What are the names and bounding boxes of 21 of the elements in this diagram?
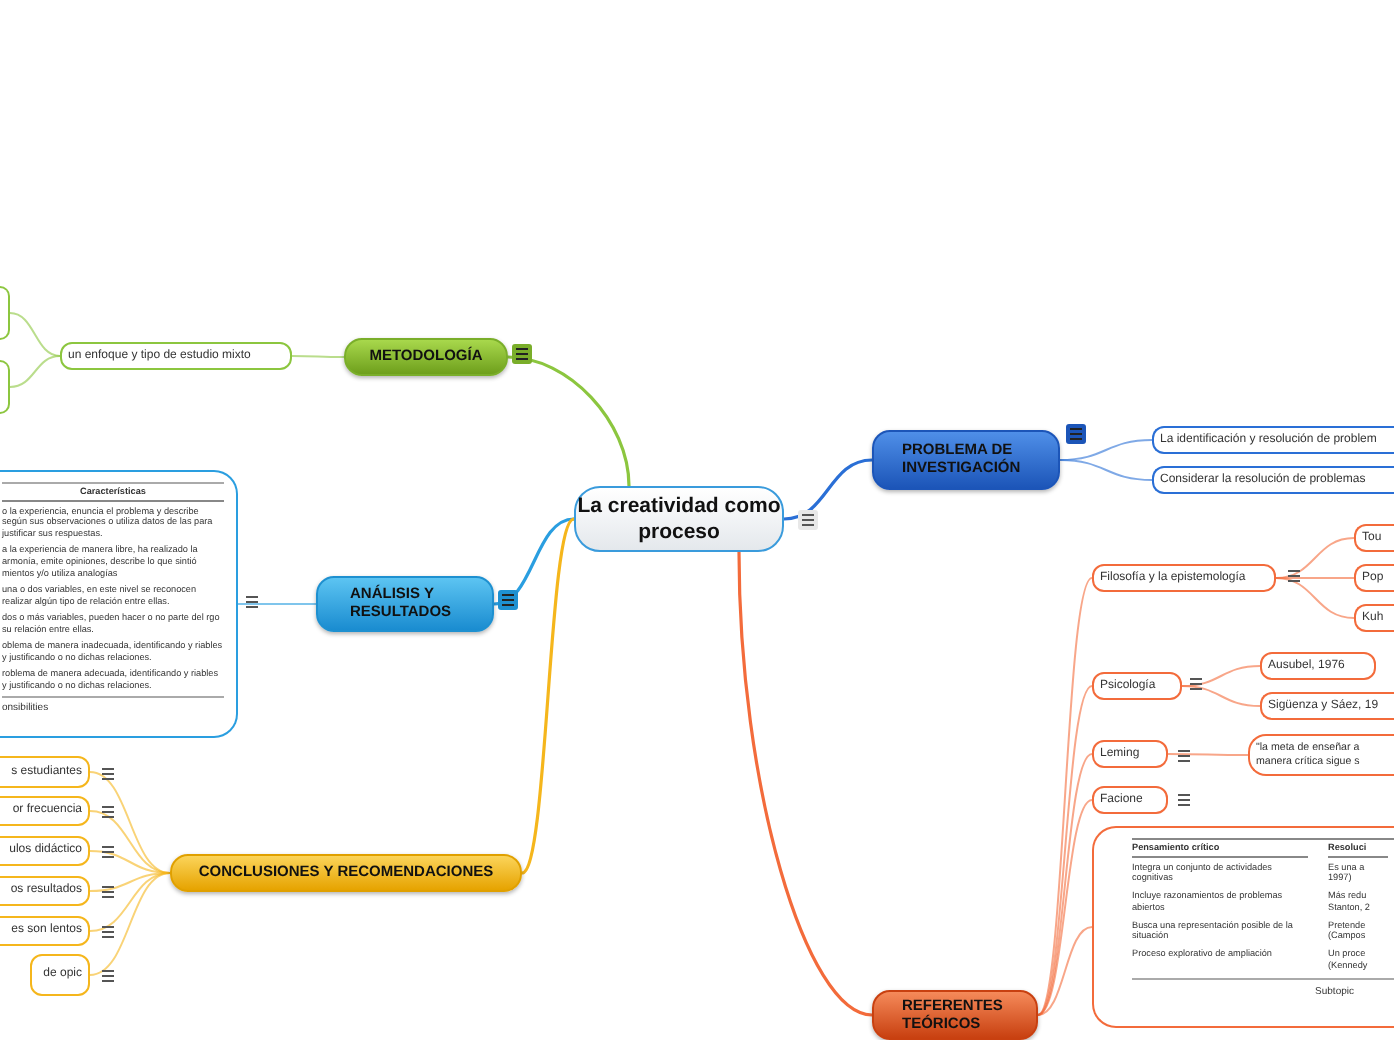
connector-line xyxy=(1037,926,1093,1016)
connector-line xyxy=(1037,753,1093,1016)
connector-line xyxy=(291,355,345,358)
connector-line xyxy=(507,355,631,487)
connector-line xyxy=(1181,685,1261,707)
subtopic-box xyxy=(0,360,10,414)
connector-line xyxy=(1037,685,1093,1016)
table-card xyxy=(1092,826,1394,1028)
connector-line xyxy=(9,355,61,388)
table-card xyxy=(0,470,238,738)
connector-line xyxy=(783,458,873,521)
connector-line xyxy=(237,603,317,605)
connector-line xyxy=(1037,799,1093,1016)
connector-line xyxy=(1275,577,1355,619)
central-topic: La creatividad como proceso xyxy=(574,486,784,552)
connector-line xyxy=(9,312,61,357)
connector-line xyxy=(520,517,576,875)
connector-line xyxy=(1037,577,1093,1016)
connector-line xyxy=(493,517,575,606)
connector-line xyxy=(737,551,873,1017)
subtopic-box xyxy=(0,286,10,340)
